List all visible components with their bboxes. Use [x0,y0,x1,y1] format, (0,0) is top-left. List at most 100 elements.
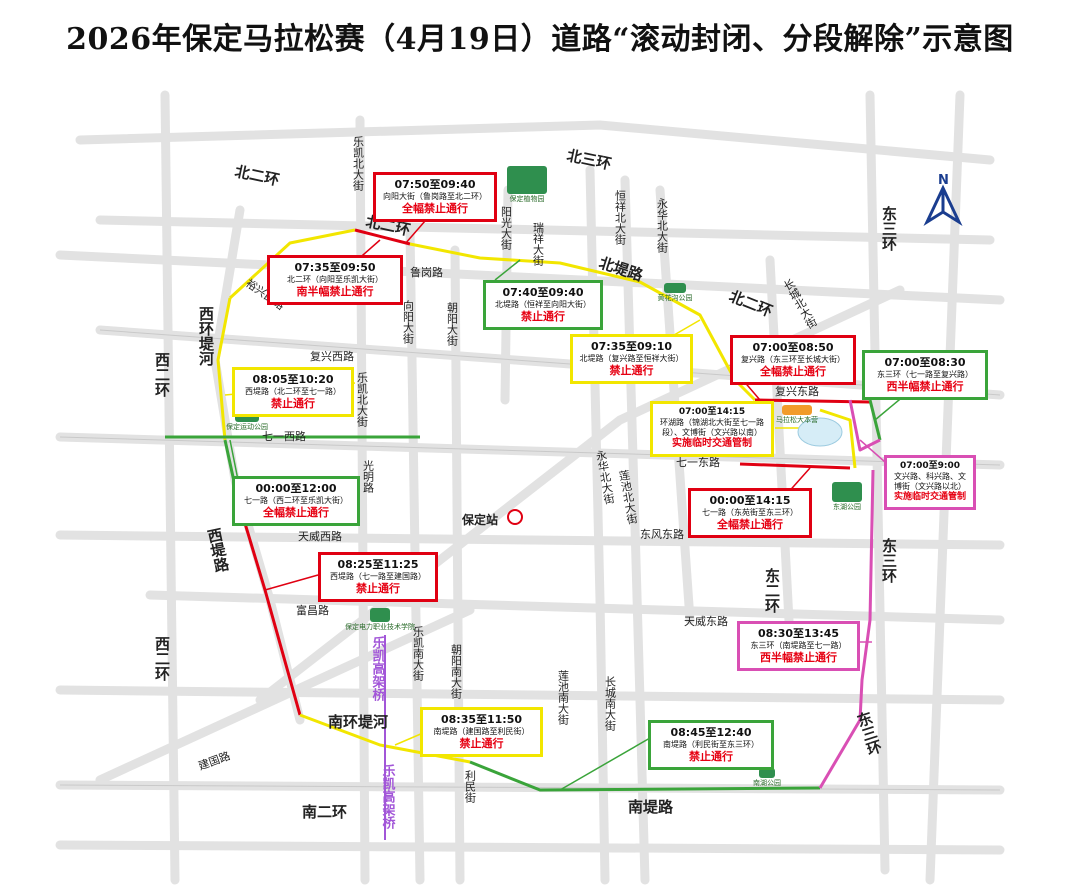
closure-box-beidi-2: 07:35至09:10 北堤路（复兴路至恒祥大街） 禁止通行 [570,334,693,384]
closure-box-huanhu: 07:00至14:15 环湖路（锦湖北大街至七一路段）、文博街（文兴路以南） 实… [650,401,774,457]
closure-status: 实施临时交通管制 [672,438,752,450]
closure-time: 00:00至14:15 [709,494,791,507]
road-fuchang: 富昌路 [296,603,329,617]
station-label: 保定站 [461,512,498,527]
route-east-pink [818,469,875,789]
road-changcheng-north: 长城北大街 [780,276,819,331]
closure-status: 禁止通行 [271,396,315,410]
closure-time: 00:00至12:00 [255,482,337,495]
map-title: 2026年保定马拉松赛（4月19日）道路“滚动封闭、分段解除”示意图 [66,22,1014,57]
road-hengxiang: 恒祥北大街 [614,190,627,246]
closure-status: 全幅禁止通行 [760,364,826,378]
road-lekai-north: 乐凯北大街 [352,136,365,192]
closure-status: 禁止通行 [356,581,400,595]
road-yangguang: 阳光大街 [500,206,513,251]
closure-road: 环湖路（锦湖北大街至七一路段）、文博街（文兴路以南） [660,418,764,438]
closure-road: 复兴路（东三环至长城大街） [741,354,845,364]
poi-huanghua-park: 黄花沟公园 [652,283,698,303]
road-chaoyang-south: 朝阳南大街 [450,644,463,700]
road-ruixiang: 瑞祥大街 [532,221,545,267]
closure-time: 07:35至09:50 [294,261,376,274]
poi-electric-college: 保定电力职业技术学院 [345,608,415,632]
road-fuxing-west: 复兴西路 [310,349,354,363]
closure-time: 07:00至08:50 [752,341,834,354]
closure-road: 西堤路（七一路至建国路） [330,571,426,581]
closure-status: 实施临时交通管制 [893,492,966,503]
school-icon [370,608,390,622]
route-west-north-yellow [228,228,356,300]
road-north2-left: 北二环 [233,162,281,189]
closure-road: 北二环（向阳至乐凯大街） [287,274,383,284]
closure-box-east3-north: 07:00至08:30 东三环（七一路至复兴路） 西半幅禁止通行 [862,350,988,400]
closure-road: 东三环（南堤路至七一路） [750,640,847,650]
road-lekai-elevated-2: 乐凯高架桥 [380,763,397,830]
north-compass: N [923,173,963,226]
road-lianchi-south: 莲池南大街 [557,670,570,726]
road-east3-a: 东三环 [880,205,898,252]
closure-time: 07:00至9:00 [899,461,961,471]
lake [797,417,843,447]
road-west2-b: 西二环 [153,636,171,682]
closure-status: 禁止通行 [689,749,733,763]
closure-road: 东三环（七一路至复兴路） [877,369,973,379]
route-qiyi-east-red [739,462,851,470]
tent-icon [782,405,812,415]
road-dongfeng: 东风东路 [640,528,684,541]
closure-status: 南半幅禁止通行 [296,284,374,298]
road-nanhuandi: 南环堤河 [328,713,388,731]
closure-road: 北堤路（恒祥至向阳大街） [495,299,591,309]
road-tianwei-east: 天威东路 [684,615,728,628]
road-fuxing-east: 复兴东路 [775,384,819,398]
closure-time: 07:00至08:30 [884,356,966,369]
park-icon [664,283,686,293]
closure-time: 08:25至11:25 [337,558,419,571]
closure-box-east3-south: 08:30至13:45 东三环（南堤路至七一路） 西半幅禁止通行 [737,621,860,671]
poi-donghu-park: 东湖公园 [826,482,868,512]
closure-time: 08:35至11:50 [440,713,523,726]
road-nandi: 南堤路 [628,798,674,816]
closure-box-qiyi-west: 00:00至12:00 七一路（西二环至乐凯大街） 全幅禁止通行 [232,476,360,526]
closure-box-xiangyang: 07:50至09:40 向阳大街（鲁岗路至北二环） 全幅禁止通行 [373,172,497,222]
closure-box-beidi-1: 07:40至09:40 北堤路（恒祥至向阳大街） 禁止通行 [483,280,603,330]
station-marker: 保定站 [461,509,523,527]
closure-time: 07:35至09:10 [590,340,673,353]
closure-box-fuxing: 07:00至08:50 复兴路（东三环至长城大街） 全幅禁止通行 [730,335,856,385]
closure-box-nandi-west: 08:35至11:50 南堤路（建国路至利民街） 禁止通行 [420,707,543,757]
closure-time: 08:30至13:45 [757,627,840,640]
route-south-green [469,760,821,792]
closure-time: 08:45至12:40 [670,726,752,739]
road-tianwei-west: 天威西路 [298,530,342,543]
poi-botanical-garden: 保定植物园 [503,166,551,204]
closure-status: 全幅禁止通行 [402,201,468,215]
route-lake-pink [848,399,881,452]
road-qiyi-west: 七一西路 [262,430,306,443]
closure-status: 西半幅禁止通行 [760,650,837,664]
route-lake-yellow [819,408,857,469]
road-xihudi: 西环堤河 [197,306,215,367]
poi-nanhu-park: 南湖公园 [752,768,782,788]
road-jianguo: 建国路 [196,748,232,772]
road-west2-a: 西二环 [153,352,171,398]
closure-status: 全幅禁止通行 [717,517,783,531]
road-changcheng-south: 长城南大街 [604,676,617,732]
park-icon [507,166,547,194]
closure-box-north2: 07:35至09:50 北二环（向阳至乐凯大街） 南半幅禁止通行 [267,255,403,305]
route-west-dike-yellow [216,297,232,441]
closure-box-xidi-south: 08:25至11:25 西堤路（七一路至建国路） 禁止通行 [318,552,438,602]
closure-road: 七一路（西二环至乐凯大街） [244,495,348,505]
road-lukou: 鲁岗路 [410,265,443,279]
closure-road: 向阳大街（鲁岗路至北二环） [383,191,487,201]
road-qiyi-east: 七一东路 [676,456,720,469]
closure-status: 禁止通行 [521,309,565,323]
closure-road: 南堤路（建国路至利民街） [433,726,530,736]
park-icon [759,768,775,778]
road-lekai-bei: 乐凯北大街 [356,372,369,428]
road-lekai-south: 乐凯南大街 [412,626,425,682]
poi-marathon-base: 马拉松大本营 [772,405,822,425]
closure-road: 西堤路（北二环至七一路） [245,386,341,396]
closure-road: 南堤路（利民街至东三环） [663,739,759,749]
closure-status: 禁止通行 [609,363,654,377]
closure-box-nandi-east: 08:45至12:40 南堤路（利民街至东三环） 禁止通行 [648,720,774,770]
closure-road: 文兴路、科兴路、文博街（文兴路以北） [894,472,966,492]
